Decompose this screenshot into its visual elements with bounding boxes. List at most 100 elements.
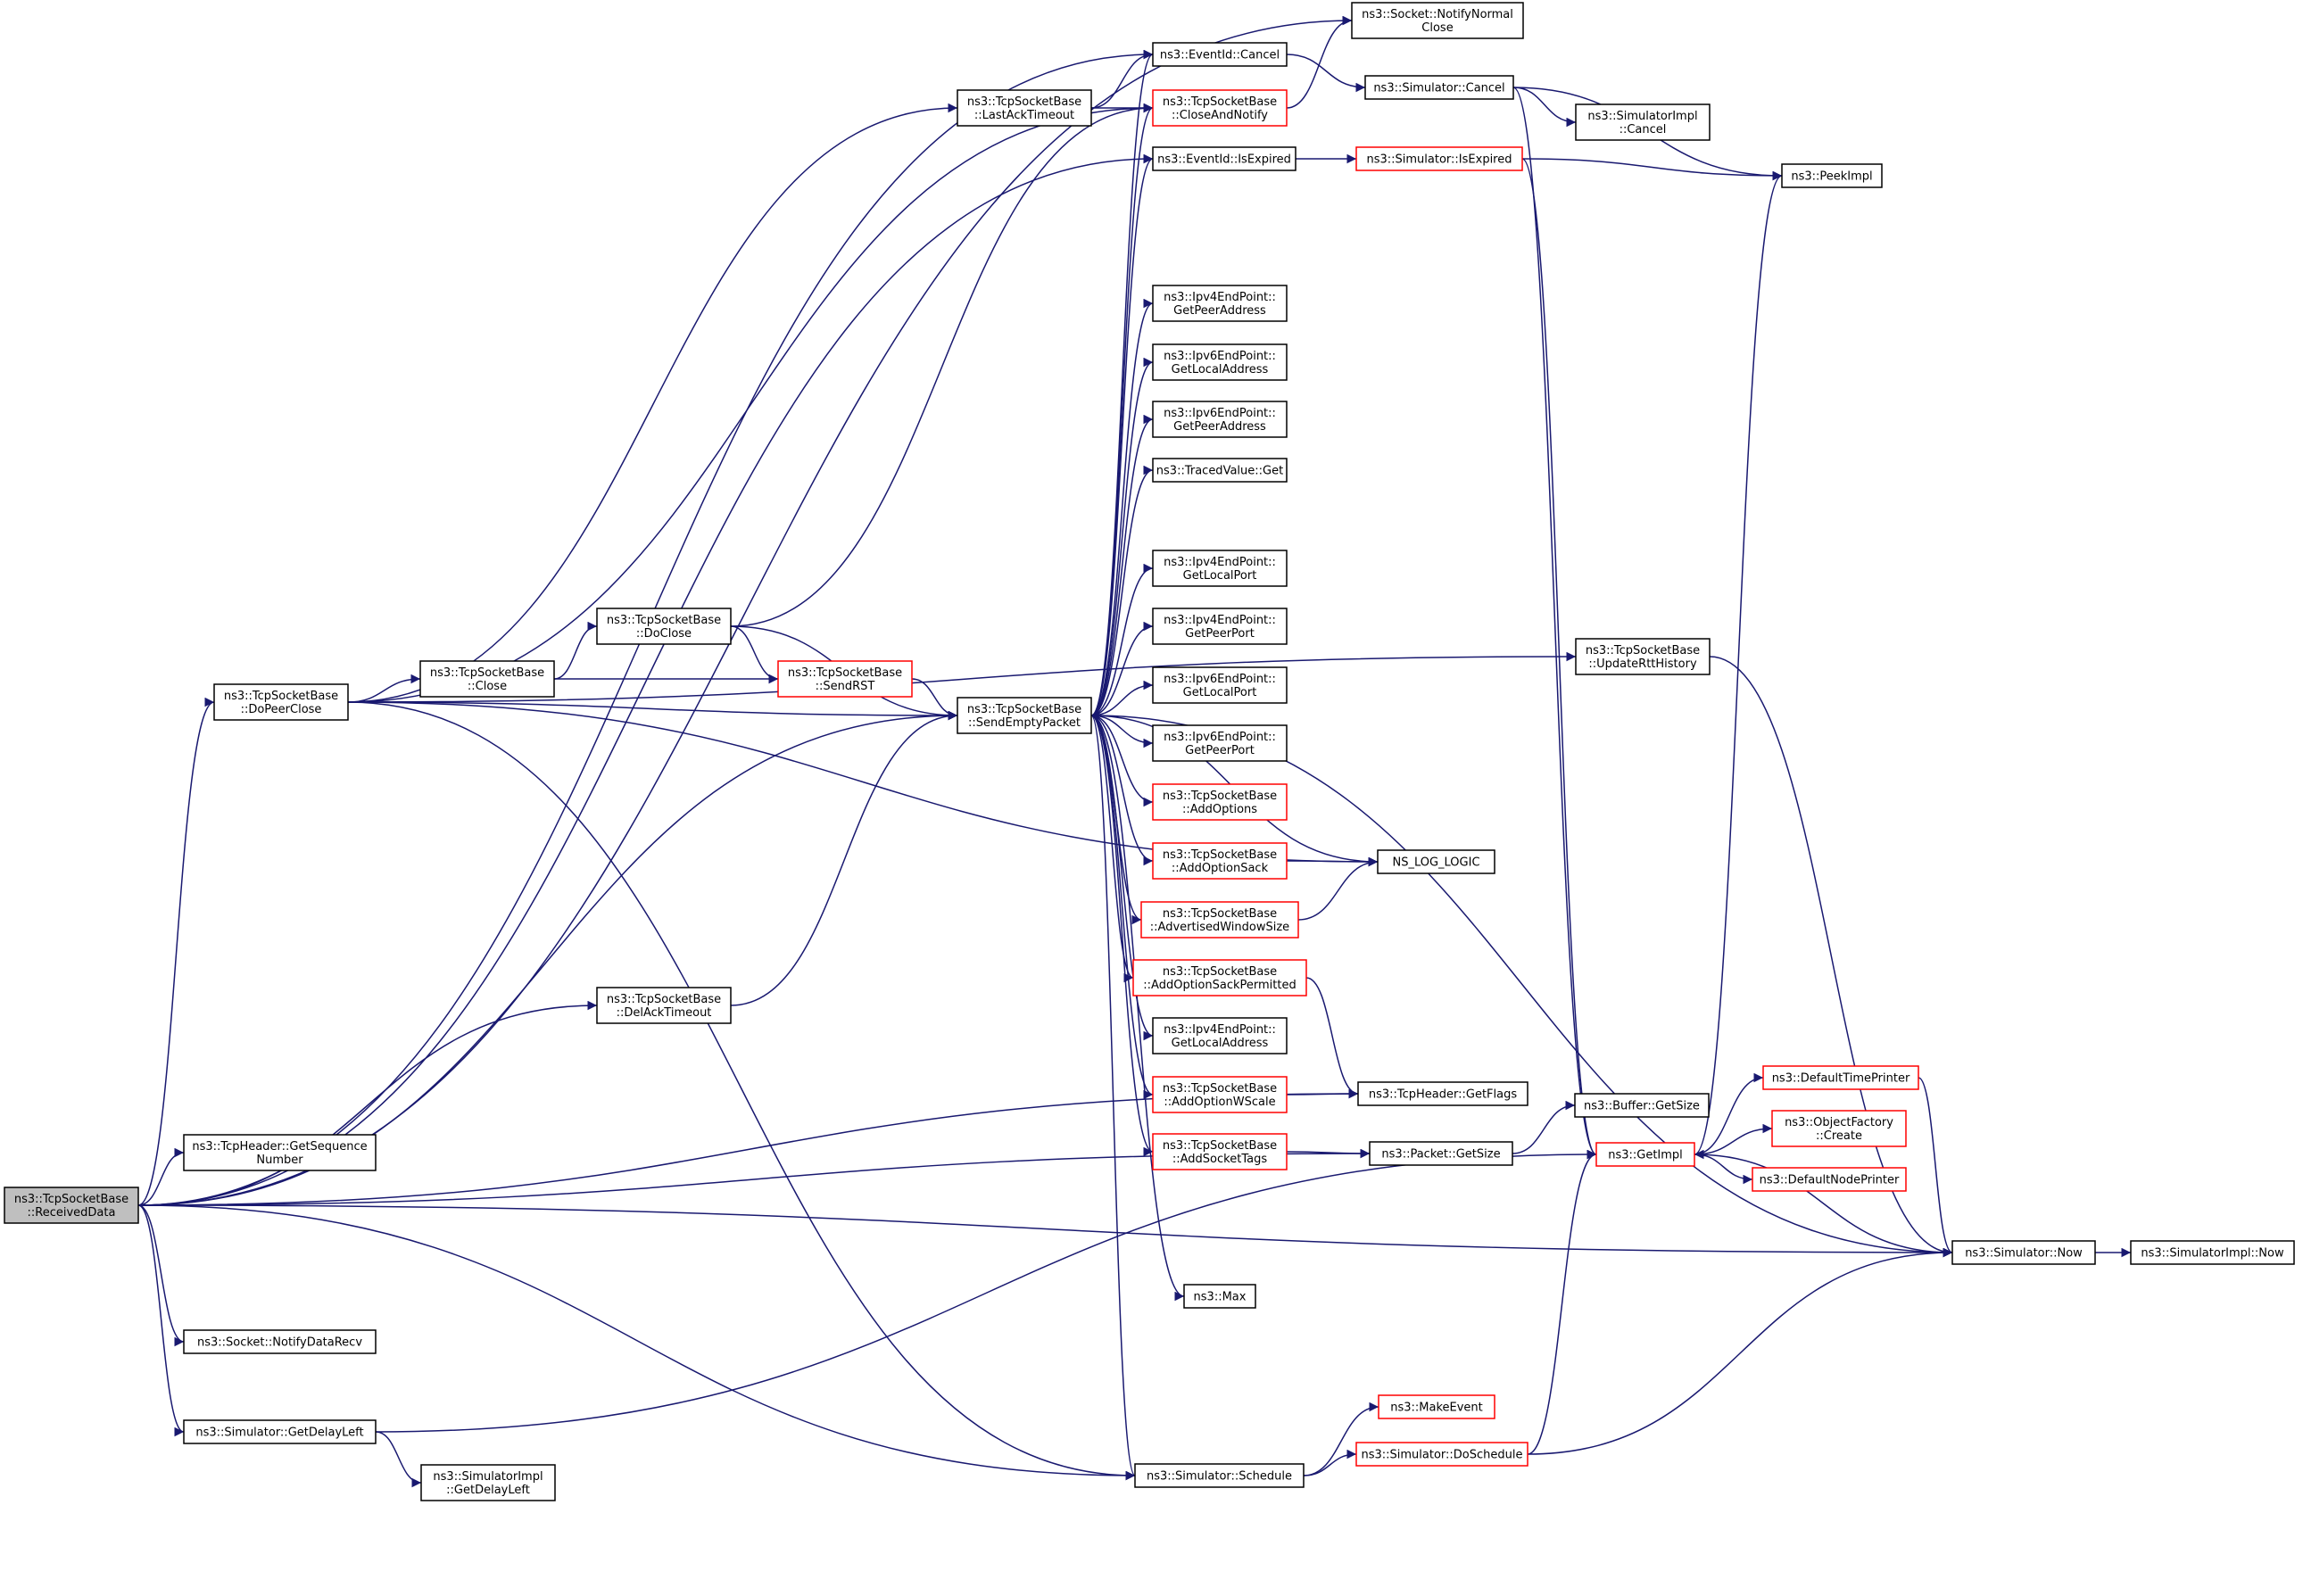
edge-path [1303, 1402, 1379, 1476]
node-label-line: ns3::TcpSocketBase [1163, 95, 1277, 109]
node-box [1152, 343, 1288, 381]
node-sim-is-expired[interactable]: ns3::Simulator::IsExpired [1355, 146, 1523, 171]
node-advertised-window-size[interactable]: ns3::TcpSocketBase::AdvertisedWindowSize [1140, 901, 1299, 939]
node-ipv6-get-peer-port[interactable]: ns3::Ipv6EndPoint::GetPeerPort [1152, 724, 1288, 762]
node-label-line: ns3::Ipv4EndPoint:: [1164, 556, 1276, 569]
node-label-line: ::UpdateRttHistory [1588, 657, 1697, 671]
node-ipv4-get-local-address[interactable]: ns3::Ipv4EndPoint::GetLocalAddress [1152, 1017, 1288, 1054]
node-del-ack-timeout[interactable]: ns3::TcpSocketBase::DelAckTimeout [596, 987, 732, 1024]
node-traced-value-get[interactable]: ns3::TracedValue::Get [1152, 458, 1288, 483]
node-send-empty-packet[interactable]: ns3::TcpSocketBase::SendEmptyPacket [957, 697, 1092, 734]
node-label-line: ns3::SimulatorImpl::Now [2141, 1247, 2284, 1261]
edge-sim-cancel-to-get-impl [1512, 87, 1597, 1159]
node-box [1377, 849, 1495, 874]
node-label-line: ::Close [468, 680, 507, 693]
node-box [1752, 1167, 1907, 1192]
node-add-socket-tags[interactable]: ns3::TcpSocketBase::AddSocketTags [1152, 1133, 1288, 1170]
node-make-event[interactable]: ns3::MakeEvent [1378, 1394, 1495, 1419]
node-label-line: ns3::Simulator::Schedule [1147, 1470, 1292, 1484]
node-ipv4-get-peer-address[interactable]: ns3::Ipv4EndPoint::GetPeerAddress [1152, 285, 1288, 322]
node-box [1152, 1076, 1288, 1113]
edge-sim-is-expired-to-peek-impl [1521, 158, 1783, 181]
node-ipv6-get-local-port[interactable]: ns3::Ipv6EndPoint::GetLocalPort [1152, 666, 1288, 704]
node-sim-schedule[interactable]: ns3::Simulator::Schedule [1134, 1463, 1305, 1488]
node-label-line: ::SendRST [816, 680, 875, 693]
node-packet-get-size[interactable]: ns3::Packet::GetSize [1369, 1141, 1513, 1166]
node-label-line: ns3::EventId::IsExpired [1157, 153, 1291, 167]
edge-path [137, 1204, 1953, 1258]
edge-path [1090, 298, 1154, 716]
edge-add-option-sack-to-ns-log-logic [1286, 856, 1379, 867]
node-ns-log-logic[interactable]: NS_LOG_LOGIC [1377, 849, 1495, 874]
edge-do-close-to-close-and-notify [730, 103, 1154, 627]
node-sim-cancel[interactable]: ns3::Simulator::Cancel [1364, 75, 1514, 100]
edge-path [137, 697, 215, 1206]
node-box [183, 1134, 377, 1171]
edge-path [730, 625, 779, 684]
node-event-is-expired[interactable]: ns3::EventId::IsExpired [1152, 146, 1296, 171]
node-get-flags[interactable]: ns3::TcpHeader::GetFlags [1357, 1081, 1528, 1106]
edge-received-data-to-sim-now [137, 1204, 1953, 1258]
node-close-and-notify[interactable]: ns3::TcpSocketBase::CloseAndNotify [1152, 89, 1288, 127]
node-object-factory-create[interactable]: ns3::ObjectFactory::Create [1771, 1110, 1907, 1147]
node-max[interactable]: ns3::Max [1183, 1284, 1256, 1309]
edge-path [1090, 715, 1134, 983]
node-box [1152, 1133, 1288, 1170]
node-do-close[interactable]: ns3::TcpSocketBase::DoClose [596, 608, 732, 645]
edge-path [347, 651, 1577, 703]
node-default-time-printer[interactable]: ns3::DefaultTimePrinter [1762, 1065, 1919, 1090]
node-box [420, 1464, 556, 1501]
node-label-line: ns3::Socket::NotifyDataRecv [197, 1336, 362, 1350]
node-impl-now[interactable]: ns3::SimulatorImpl::Now [2130, 1240, 2295, 1265]
node-add-option-sack-permitted[interactable]: ns3::TcpSocketBase::AddOptionSackPermitt… [1132, 959, 1307, 996]
node-box [1595, 1142, 1695, 1167]
edge-add-option-wscale-to-get-flags [1286, 1088, 1359, 1099]
node-ipv4-get-local-port[interactable]: ns3::Ipv4EndPoint::GetLocalPort [1152, 550, 1288, 587]
node-label-line: ns3::Ipv4EndPoint:: [1164, 614, 1276, 627]
edge-send-empty-packet-to-add-options [1090, 715, 1154, 807]
node-get-impl[interactable]: ns3::GetImpl [1595, 1142, 1695, 1167]
node-add-option-sack[interactable]: ns3::TcpSocketBase::AddOptionSack [1152, 842, 1288, 880]
edge-sim-schedule-to-sim-do-schedule [1303, 1449, 1357, 1476]
node-label-line: GetPeerAddress [1173, 420, 1266, 434]
node-sim-do-schedule[interactable]: ns3::Simulator::DoSchedule [1355, 1442, 1528, 1467]
node-label-line: ns3::TcpSocketBase [788, 666, 902, 680]
node-send-rst[interactable]: ns3::TcpSocketBase::SendRST [777, 660, 913, 698]
node-peek-impl[interactable]: ns3::PeekImpl [1781, 163, 1883, 188]
node-label-line: GetLocalAddress [1172, 1037, 1269, 1050]
edge-send-empty-packet-to-ipv6-get-local-port [1090, 680, 1154, 716]
node-box [777, 660, 913, 698]
edge-last-ack-timeout-to-event-cancel [1090, 49, 1154, 109]
node-impl-cancel[interactable]: ns3::SimulatorImpl::Cancel [1575, 103, 1711, 141]
node-impl-get-delay-left[interactable]: ns3::SimulatorImpl::GetDelayLeft [420, 1464, 556, 1501]
edge-path [1694, 1123, 1773, 1155]
node-update-rtt-history[interactable]: ns3::TcpSocketBase::UpdateRttHistory [1575, 638, 1711, 675]
node-received-data[interactable]: ns3::TcpSocketBase::ReceivedData [4, 1187, 139, 1224]
node-close[interactable]: ns3::TcpSocketBase::Close [419, 660, 555, 698]
node-box [1152, 42, 1288, 67]
node-buffer-get-size[interactable]: ns3::Buffer::GetSize [1574, 1093, 1710, 1118]
node-do-peer-close[interactable]: ns3::TcpSocketBase::DoPeerClose [213, 683, 349, 721]
edge-send-empty-packet-to-event-is-expired [1090, 153, 1154, 716]
node-notify-data-recv[interactable]: ns3::Socket::NotifyDataRecv [183, 1329, 377, 1354]
edge-event-cancel-to-sim-cancel [1286, 54, 1366, 93]
node-label-line: ::DelAckTimeout [617, 1006, 712, 1020]
node-event-cancel[interactable]: ns3::EventId::Cancel [1152, 42, 1288, 67]
edge-get-impl-to-default-time-printer [1694, 1072, 1764, 1155]
node-sim-get-delay-left[interactable]: ns3::Simulator::GetDelayLeft [183, 1419, 377, 1444]
edge-path [137, 1204, 185, 1347]
node-label-line: ns3::TcpSocketBase [607, 614, 721, 627]
node-add-options[interactable]: ns3::TcpSocketBase::AddOptions [1152, 783, 1288, 821]
node-ipv6-get-peer-address[interactable]: ns3::Ipv6EndPoint::GetPeerAddress [1152, 401, 1288, 438]
node-sim-now[interactable]: ns3::Simulator::Now [1951, 1240, 2096, 1265]
node-default-node-printer[interactable]: ns3::DefaultNodePrinter [1752, 1167, 1907, 1192]
node-add-option-wscale[interactable]: ns3::TcpSocketBase::AddOptionWScale [1152, 1076, 1288, 1113]
node-ipv4-get-peer-port[interactable]: ns3::Ipv4EndPoint::GetPeerPort [1152, 608, 1288, 645]
node-box [1574, 1093, 1710, 1118]
node-label-line: ns3::TcpSocketBase [1586, 644, 1700, 657]
node-ipv6-get-local-address[interactable]: ns3::Ipv6EndPoint::GetLocalAddress [1152, 343, 1288, 381]
node-label-line: ns3::Ipv6EndPoint:: [1164, 350, 1276, 363]
node-last-ack-timeout[interactable]: ns3::TcpSocketBase::LastAckTimeout [957, 89, 1092, 127]
